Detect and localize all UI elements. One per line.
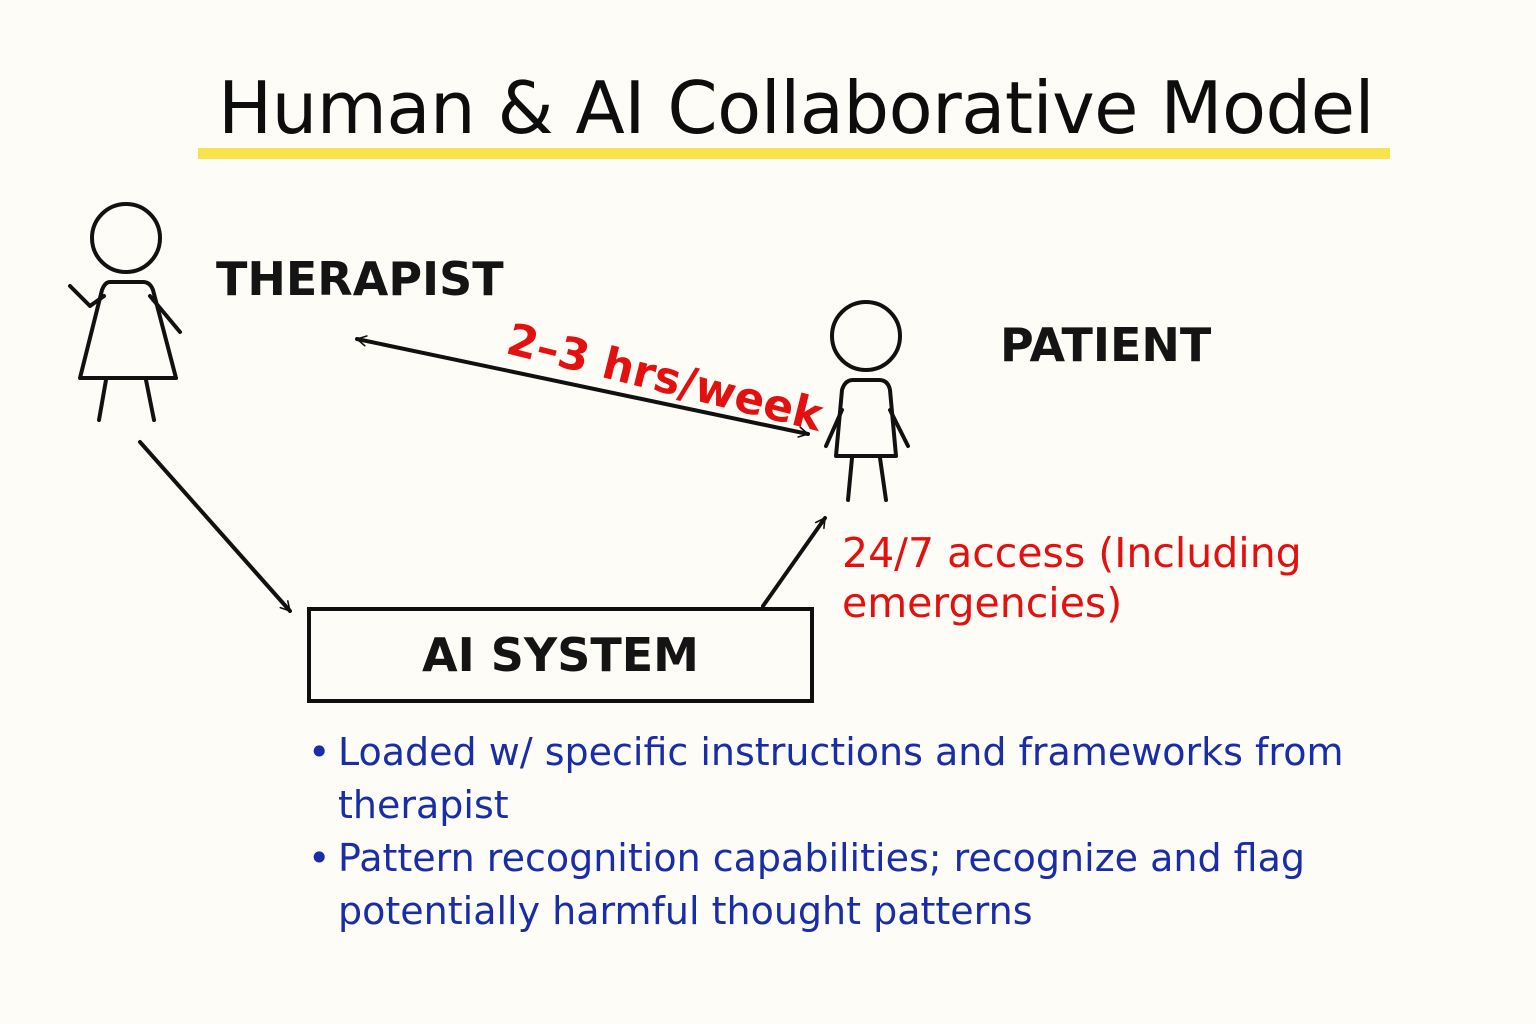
ai-to-patient-arrow <box>761 516 827 608</box>
bullet-icon: • <box>308 836 331 880</box>
ai-feature-list: • Loaded w/ specific instructions and fr… <box>308 726 1448 938</box>
therapist-label: THERAPIST <box>216 252 504 306</box>
ai-system-box: AI SYSTEM <box>307 607 814 703</box>
title-underline <box>198 148 1390 159</box>
list-item: • Pattern recognition capabilities; reco… <box>308 832 1448 938</box>
session-double-arrow <box>355 335 810 438</box>
list-item: • Loaded w/ specific instructions and fr… <box>308 726 1448 832</box>
diagram-title: Human & AI Collaborative Model <box>217 66 1375 150</box>
therapist-to-ai-arrow <box>138 440 292 613</box>
ai-system-label: AI SYSTEM <box>422 628 699 682</box>
ai-access-label: 24/7 access (Including emergencies) <box>842 529 1302 627</box>
patient-label: PATIENT <box>1000 318 1212 372</box>
feature-text: Loaded w/ specific instructions and fram… <box>338 730 1344 827</box>
feature-text: Pattern recognition capabilities; recogn… <box>338 836 1306 933</box>
patient-figure-icon <box>824 300 910 502</box>
bullet-icon: • <box>308 730 331 774</box>
therapist-figure-icon <box>68 202 182 422</box>
